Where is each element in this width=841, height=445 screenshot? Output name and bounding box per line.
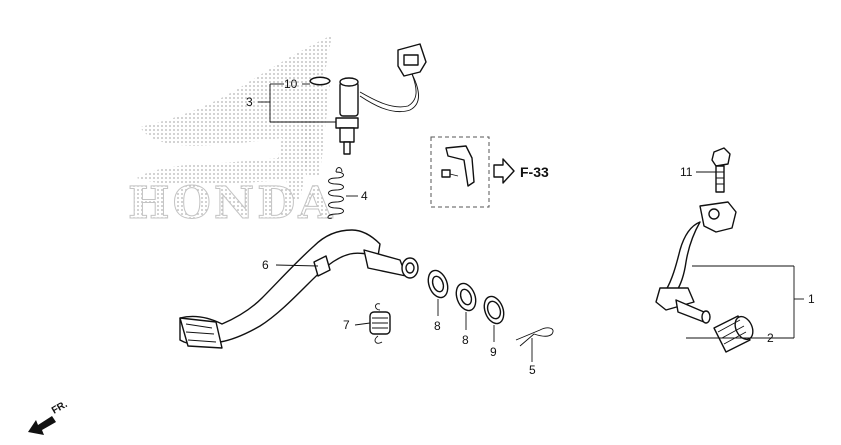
reference-box — [430, 136, 490, 208]
callout-9: 9 — [490, 345, 497, 359]
callout-labels: 1 2 3 4 5 6 7 8 8 9 10 11 — [246, 77, 815, 377]
cotter-clip — [515, 327, 554, 347]
callout-1: 1 — [808, 292, 815, 306]
callout-7: 7 — [343, 318, 350, 332]
callout-11: 11 — [680, 165, 693, 179]
front-arrow-icon — [28, 416, 56, 435]
front-label: FR. — [50, 399, 70, 417]
honda-wing-logo: HONDA — [128, 35, 335, 230]
callout-4: 4 — [361, 189, 368, 203]
return-spring — [327, 167, 344, 219]
watermark-text: HONDA — [128, 178, 335, 229]
callout-8b: 8 — [462, 333, 469, 347]
neutral-switch-assembly — [309, 43, 427, 155]
callout-6: 6 — [262, 258, 269, 272]
shift-rubber — [713, 315, 754, 353]
leader-lines — [258, 83, 804, 362]
brake-pedal — [179, 229, 419, 349]
small-spring — [369, 303, 391, 344]
callout-2: 2 — [767, 331, 774, 345]
callout-8a: 8 — [434, 319, 441, 333]
front-direction-indicator: FR. — [28, 399, 70, 435]
callout-10: 10 — [284, 77, 298, 91]
gearshift-pedal — [655, 201, 737, 324]
hollow-arrow-icon — [493, 158, 515, 184]
reference-arrow[interactable]: F-33 — [493, 158, 549, 184]
callout-3: 3 — [246, 95, 253, 109]
washers — [427, 269, 505, 325]
reference-label: F-33 — [520, 164, 549, 180]
callout-5: 5 — [529, 363, 536, 377]
flange-bolt — [711, 147, 731, 193]
